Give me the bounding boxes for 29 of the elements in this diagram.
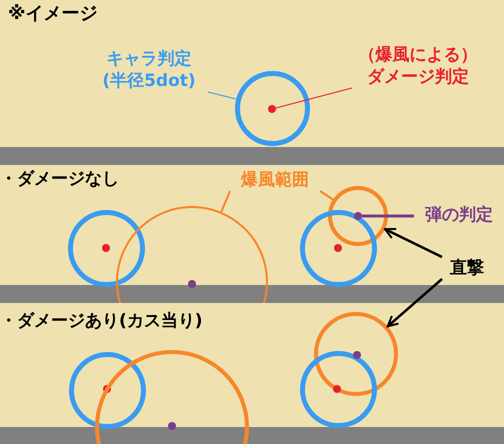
hit-point-dot <box>353 351 361 359</box>
arrow <box>386 278 443 328</box>
leader-line <box>362 214 414 218</box>
section-heading: ・ダメージあり(カス当り) <box>0 310 203 332</box>
hit-point-dot <box>354 212 362 220</box>
hit-point-dot <box>334 244 342 252</box>
range-circle <box>68 352 146 428</box>
hit-point-dot <box>102 244 110 252</box>
arrow <box>384 228 443 258</box>
hit-point-dot <box>168 422 176 430</box>
range-circle <box>314 312 398 396</box>
range-circle <box>300 350 376 428</box>
annotation-label: （爆風による）ダメージ判定 <box>358 44 478 88</box>
hit-point-dot <box>268 105 276 113</box>
leader-line <box>208 92 236 100</box>
hit-point-dot <box>188 280 196 288</box>
range-circle <box>68 210 144 286</box>
diagram-title: ※イメージ <box>8 3 98 25</box>
annotation-label: 直撃 <box>449 257 485 279</box>
annotation-label: キャラ判定(半径5dot) <box>101 48 197 92</box>
range-circle <box>234 70 310 146</box>
leader-line <box>319 190 334 200</box>
range-circle <box>300 210 376 286</box>
annotation-label: 爆風範囲 <box>240 169 310 191</box>
annotation-label: 弾の判定 <box>424 204 494 226</box>
leader-line <box>220 190 231 212</box>
section-heading: ・ダメージなし <box>0 168 119 190</box>
hit-point-dot <box>333 385 341 393</box>
leader-line <box>275 88 352 108</box>
